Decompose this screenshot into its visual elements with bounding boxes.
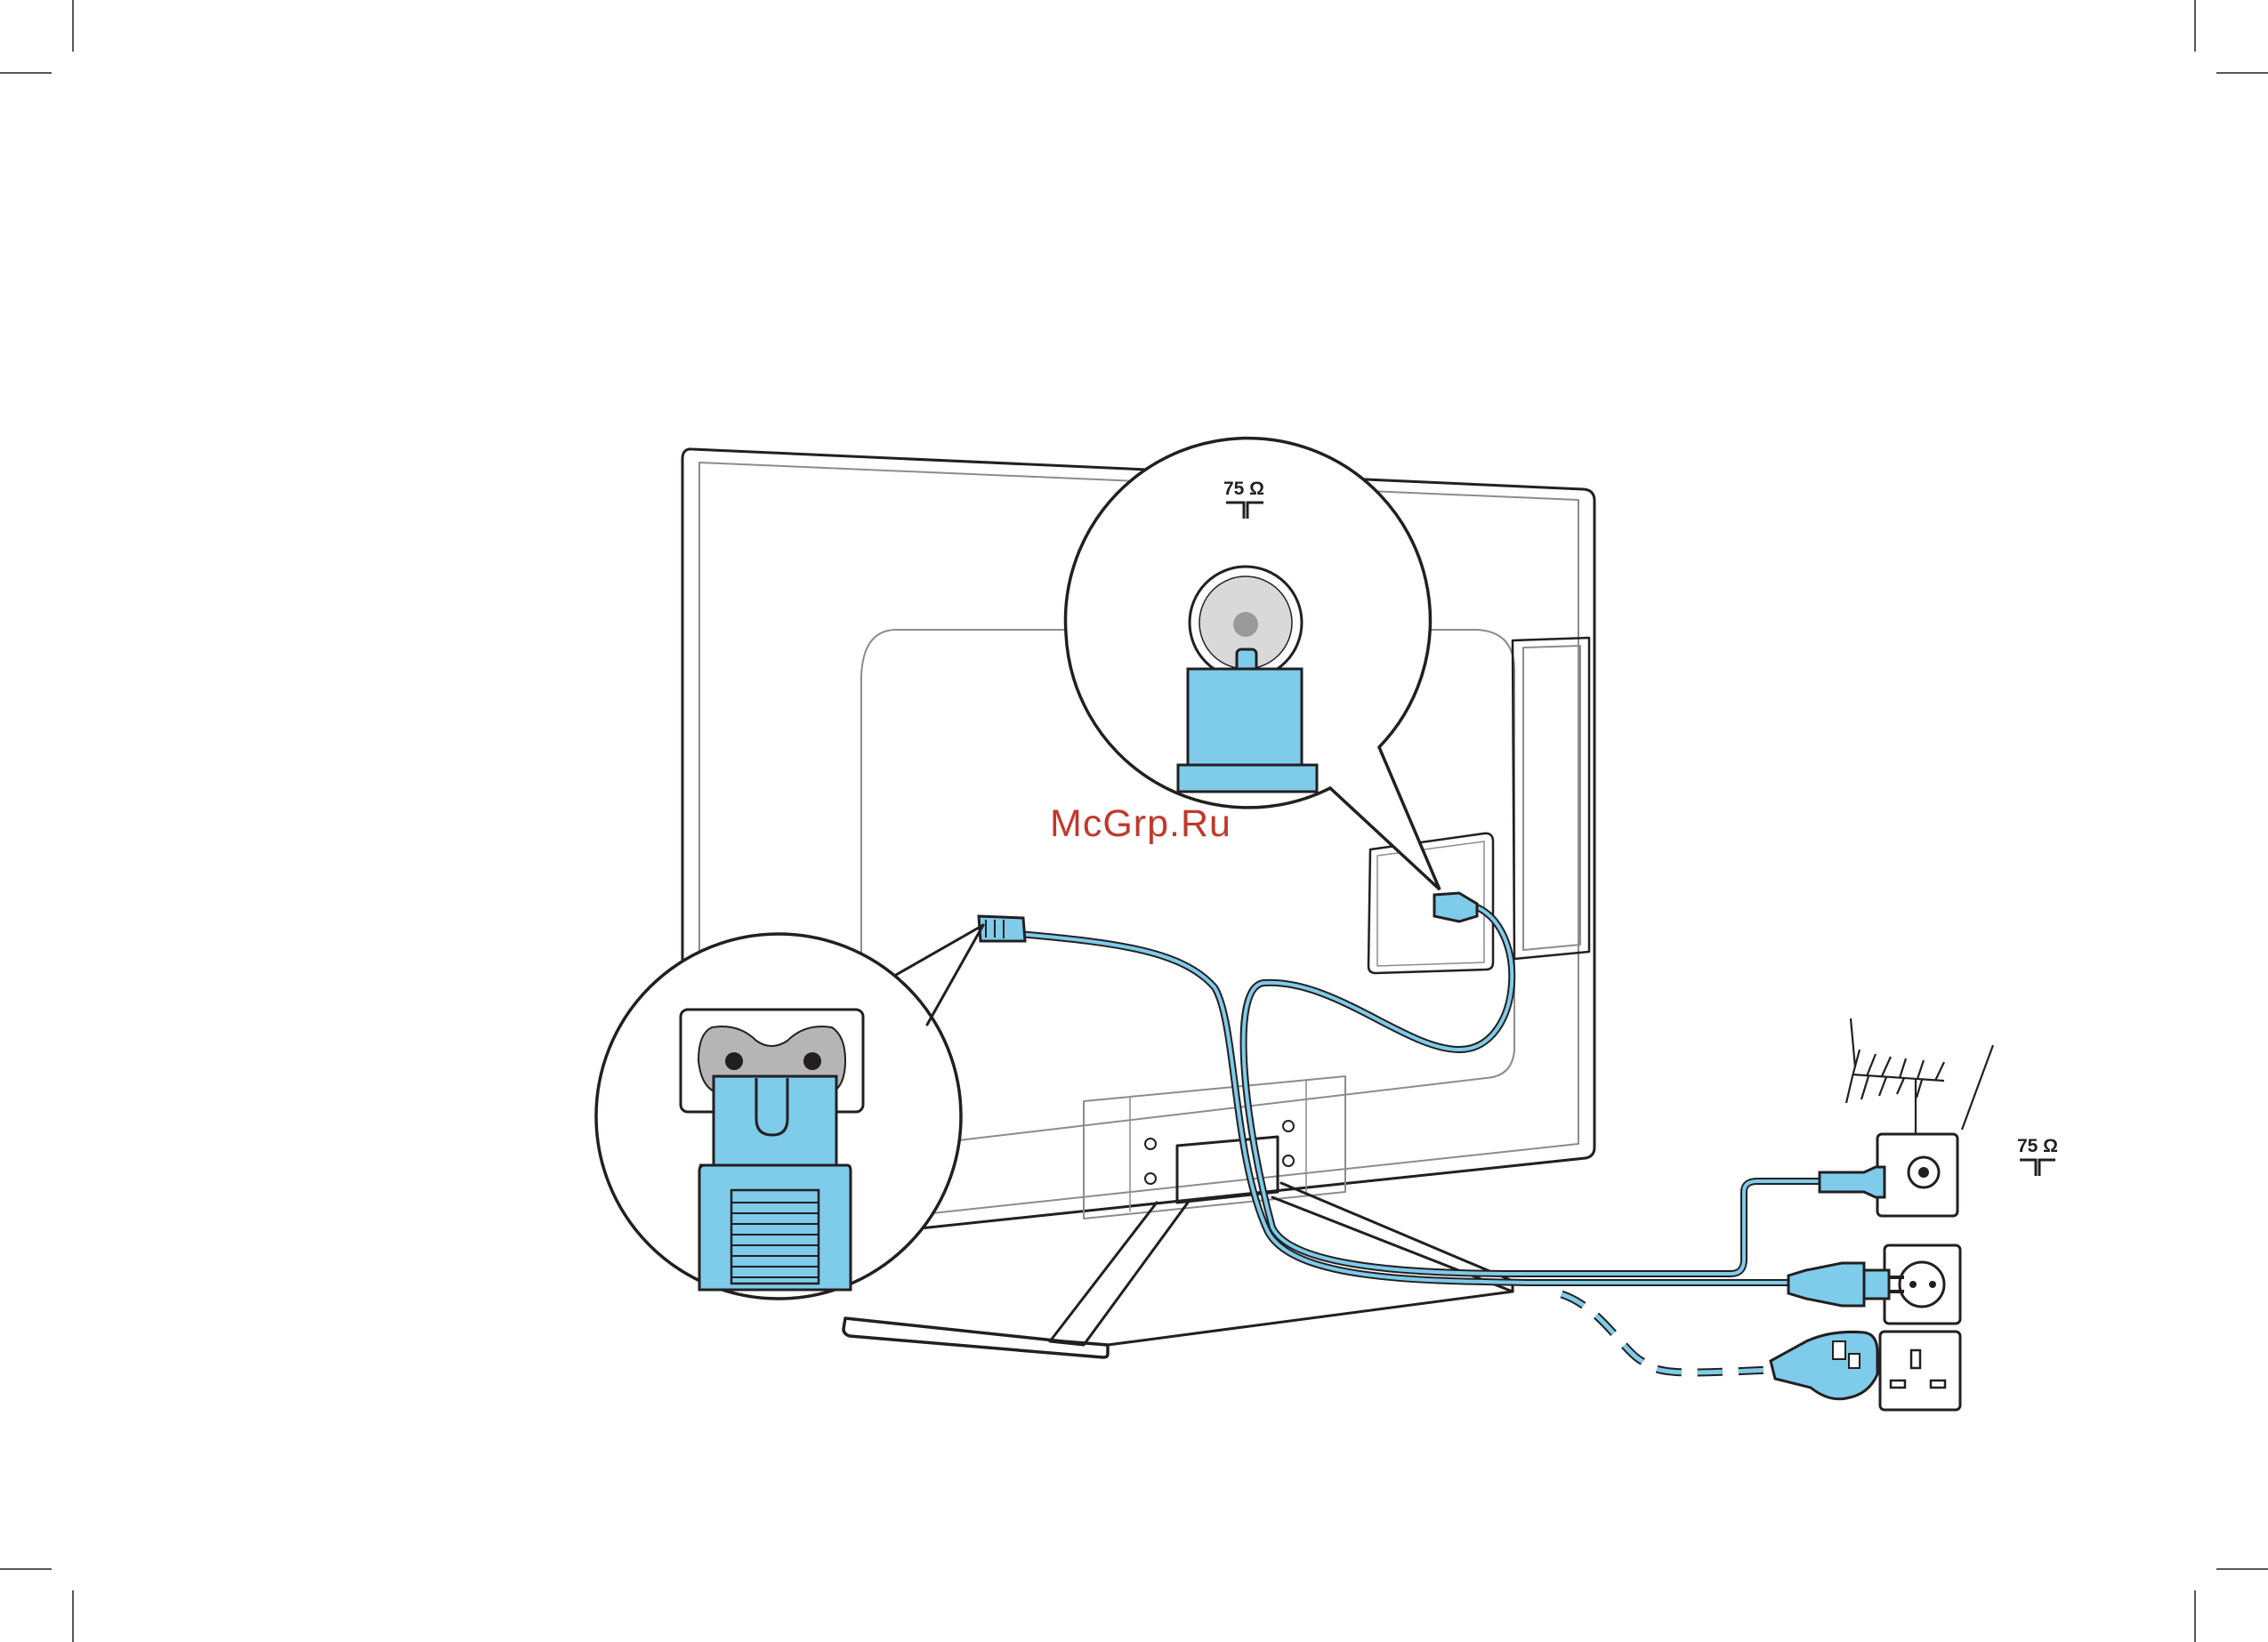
- power-socket-zoom: [596, 925, 983, 1299]
- zoom-impedance-label: 75 Ω: [1223, 479, 1264, 499]
- coax-symbol-icon: [2020, 1160, 2055, 1176]
- antenna-icon: [1846, 1018, 1993, 1134]
- wall-impedance-label-group: 75 Ω: [2017, 1136, 2058, 1176]
- watermark: McGrp.Ru: [1050, 802, 1231, 845]
- cables: [1019, 906, 1820, 1372]
- eu-socket-icon: [1788, 1245, 1960, 1324]
- wall-impedance-label: 75 Ω: [2017, 1136, 2058, 1156]
- coax-plug-on-tv: [1434, 893, 1477, 922]
- iec-plug-on-tv: [979, 916, 1025, 941]
- uk-socket-icon: [1771, 1332, 1960, 1410]
- coax-wall-outlet-icon: [1820, 1134, 1957, 1216]
